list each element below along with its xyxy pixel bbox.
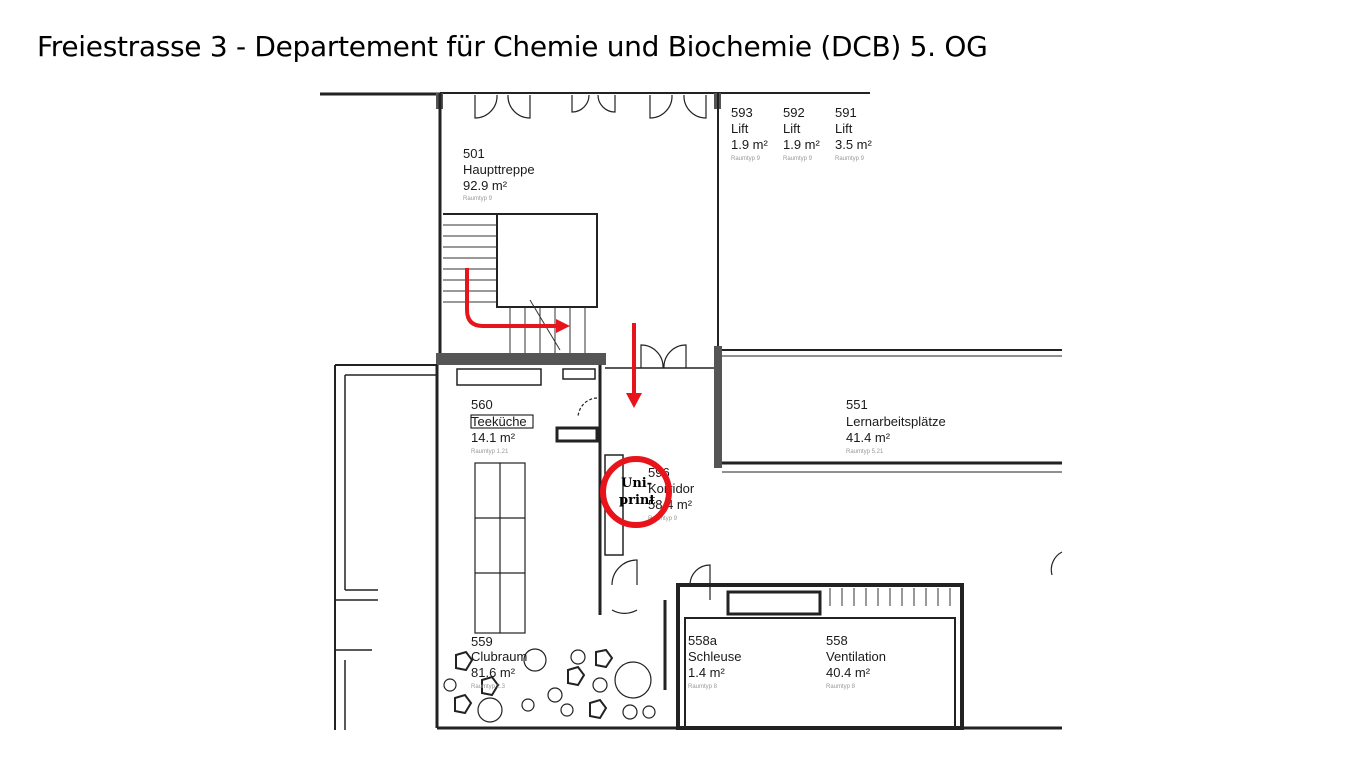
room-label-text: 81.6 m² — [471, 665, 516, 680]
room-label-text: Raumtyp 5.21 — [846, 449, 884, 455]
room-label-text: 1.4 m² — [688, 665, 726, 680]
room-label-text: Raumtyp 8 — [826, 684, 856, 690]
route-arrow-stairs — [465, 268, 558, 328]
arrowhead — [626, 393, 642, 408]
room-label-text: Lift — [835, 121, 853, 136]
room-label-text: 40.4 m² — [826, 665, 871, 680]
room-label-text: 14.1 m² — [471, 430, 516, 445]
furniture — [443, 462, 656, 723]
room-label-text: Schleuse — [688, 649, 741, 664]
room-label-text: 560 — [471, 397, 493, 412]
room-label-text: 1.9 m² — [731, 137, 769, 152]
room-label-text: 558a — [688, 633, 718, 648]
room-label-text: 592 — [783, 105, 805, 120]
room-label-text: print — [619, 493, 655, 508]
room-label-text: Raumtyp 1.21 — [471, 449, 509, 455]
room-label-text: 92.9 m² — [463, 178, 508, 193]
room-label-text: 41.4 m² — [846, 430, 891, 445]
room-label-text: 559 — [471, 634, 493, 649]
room-label-text: 3.5 m² — [835, 137, 873, 152]
walls — [320, 92, 1062, 730]
room-label-text: 1.9 m² — [783, 137, 821, 152]
room-label-text: 558 — [826, 633, 848, 648]
room-label-text: 501 — [463, 146, 485, 161]
room-label-text: Uni- — [621, 476, 652, 491]
room-label-text: 593 — [731, 105, 753, 120]
route-arrows — [465, 268, 642, 408]
room-label-text: Raumtyp 9 — [783, 156, 813, 162]
page-title: Freiestrasse 3 - Departement für Chemie … — [37, 30, 988, 63]
room-label-text: Raumtyp 9 — [648, 516, 678, 522]
room-label-text: Clubraum — [471, 649, 527, 664]
room-label-text: 591 — [835, 105, 857, 120]
room-label-text: Raumtyp 9 — [835, 156, 865, 162]
room-label-text: Lift — [731, 121, 749, 136]
arrowhead — [556, 319, 570, 333]
room-label-text: 551 — [846, 397, 868, 412]
uniprint-marker[interactable]: Uni- print — [600, 456, 672, 528]
room-label-text: Ventilation — [826, 649, 886, 664]
room-label-text: Raumtyp 2.3 — [471, 684, 506, 690]
room-label-text: Teeküche — [471, 414, 527, 429]
doors — [474, 94, 1063, 614]
room-label-text: Raumtyp 9 — [731, 156, 761, 162]
room-label-text: Raumtyp 9 — [463, 196, 493, 202]
room-label-text: Raumtyp 8 — [688, 684, 718, 690]
room-label-text: Lift — [783, 121, 801, 136]
room-label-text: Lernarbeitsplätze — [846, 414, 946, 429]
room-label-text: Haupttreppe — [463, 162, 535, 177]
room-label-text: 58.4 m² — [648, 497, 693, 512]
